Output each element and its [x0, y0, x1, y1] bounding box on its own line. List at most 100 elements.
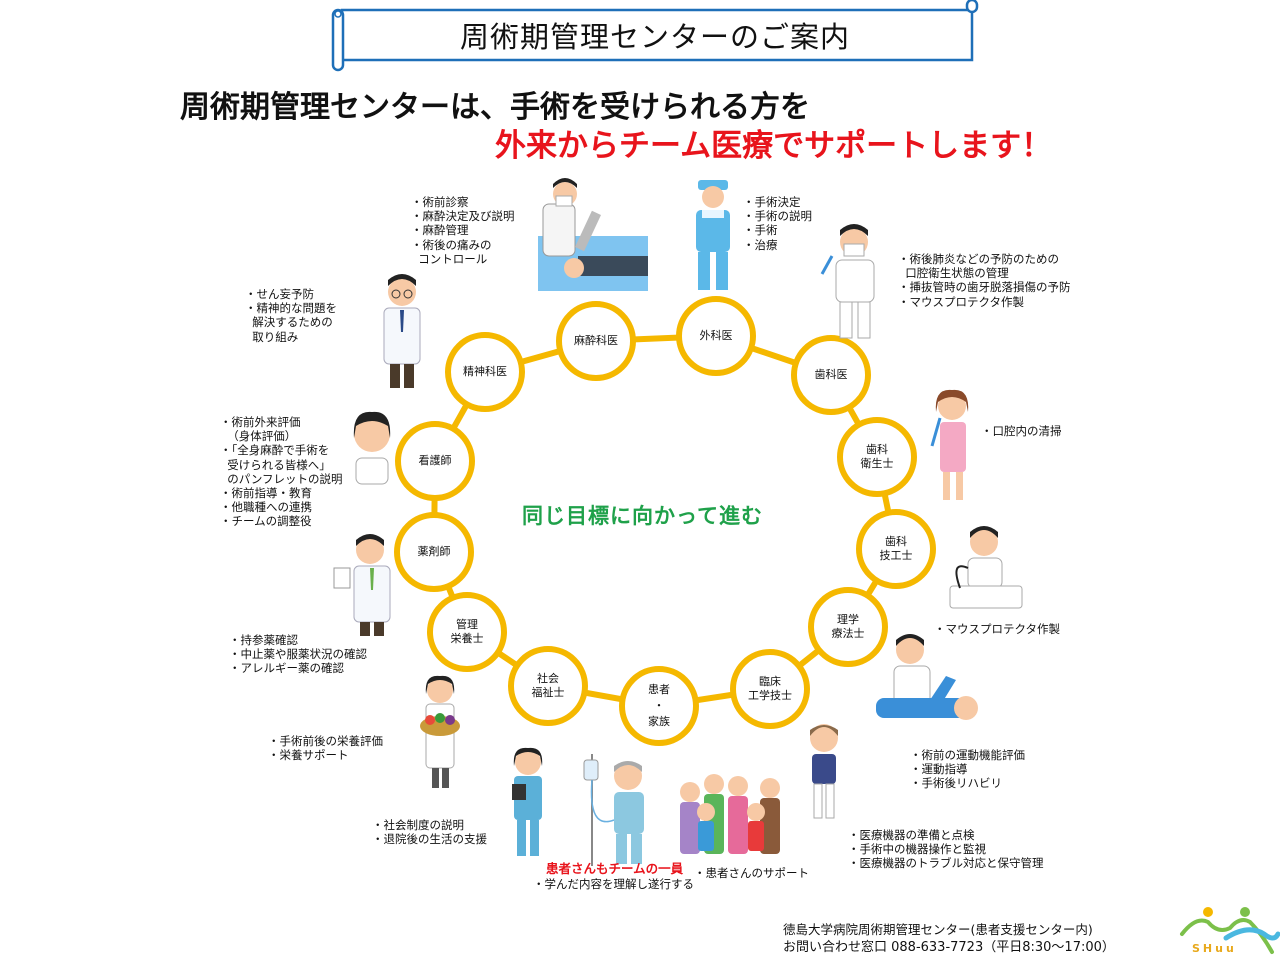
patient-team-member-title: 患者さんもチームの一員 — [546, 861, 684, 876]
duty-item: ・マウスプロテクタ作製 — [934, 622, 1061, 636]
duty-item: ・麻酔決定及び説明 — [411, 209, 515, 224]
anesthesiologist-icon — [538, 178, 648, 291]
node-label-line: ・ — [653, 699, 665, 712]
node-label-social-worker: 社会福祉士 — [508, 672, 588, 700]
duty-item: ・持参薬確認 — [229, 633, 298, 647]
duty-item: ・麻酔管理 — [411, 223, 469, 238]
node-label-physical-therapist: 理学療法士 — [808, 613, 888, 641]
node-label-line: 看護師 — [418, 454, 452, 467]
ring-node-patient-family — [619, 666, 699, 746]
node-label-line: 外科医 — [699, 329, 733, 342]
duty-item: ・手術 — [743, 223, 778, 238]
ring-node-pharmacist — [394, 512, 474, 592]
duty-item: ・退院後の生活の支援 — [372, 832, 487, 847]
ring-node-physical-therapist — [808, 587, 888, 667]
duty-item: ・マウスプロテクタ作製 — [898, 294, 1025, 309]
node-label-line: 技工士 — [879, 549, 913, 562]
ring-node-dental-technician — [856, 509, 936, 589]
lead-highlight: 外来からチーム医療でサポートします！ — [495, 128, 1053, 164]
node-label-pharmacist: 薬剤師 — [394, 545, 474, 559]
node-label-line: 管理 — [456, 618, 478, 631]
node-label-nurse: 看護師 — [395, 454, 475, 468]
ring-node-nurse — [395, 421, 475, 501]
duties-social-worker: ・社会制度の説明・退院後の生活の支援 — [372, 818, 487, 846]
patient-duty: ・学んだ内容を理解し遂行する — [533, 877, 694, 891]
node-label-line: 精神科医 — [463, 365, 507, 378]
duty-item: 解決するための — [245, 315, 333, 330]
duty-item: ・挿抜管時の歯牙脱落損傷の予防 — [898, 280, 1071, 295]
duty-item: ・チームの調整役 — [220, 514, 312, 529]
patient-icon — [583, 754, 644, 866]
duty-item: ・中止薬や服薬状況の確認 — [229, 647, 367, 662]
nurse-icon — [353, 411, 391, 485]
footer-contact: お問い合わせ窓口 088-633-7723（平日8:30～17:00） — [783, 940, 1115, 955]
duty-item: 口腔衛生状態の管理 — [898, 266, 1009, 281]
duties-surgeon: ・手術決定・手術の説明・手術・治療 — [743, 195, 812, 252]
duty-item: ・アレルギー薬の確認 — [229, 661, 344, 676]
footer-organization: 徳島大学病院周術期管理センター(患者支援センター内) — [783, 922, 1093, 937]
shuu-logo-mark — [1180, 907, 1280, 954]
scroll-banner-frame — [331, 0, 979, 72]
surgeon-icon — [696, 180, 730, 290]
node-label-dental-technician: 歯科技工士 — [856, 535, 936, 563]
node-label-psychiatrist: 精神科医 — [445, 365, 525, 379]
node-label-line: 薬剤師 — [417, 545, 451, 558]
duties-psychiatrist: ・せん妄予防・精神的な問題を 解決するための 取り組み — [245, 287, 337, 344]
duty-item: ・手術の説明 — [743, 209, 812, 224]
node-label-line: 歯科医 — [814, 368, 848, 381]
duty-item: ・運動指導 — [910, 762, 968, 777]
duty-item: ・手術決定 — [743, 195, 801, 209]
physical-therapist-icon — [876, 634, 978, 720]
duty-item: ・治療 — [743, 237, 778, 252]
duty-item: ・栄養サポート — [268, 748, 349, 763]
duty-item: のパンフレットの説明 — [220, 471, 343, 486]
node-label-line: 福祉士 — [531, 686, 565, 699]
node-label-line: 歯科 — [866, 443, 888, 456]
logo-text: SHuu — [1192, 942, 1237, 955]
goal-text: 同じ目標に向かって進む — [522, 504, 763, 528]
duty-item: 受けられる皆様へ」 — [220, 457, 331, 472]
duty-item: コントロール — [411, 251, 488, 266]
node-label-line: 栄養士 — [450, 632, 484, 645]
title-banner: 周術期管理センターのご案内 — [330, 0, 980, 72]
shuu-logo: SHuu — [1178, 904, 1280, 960]
dietitian-icon — [420, 675, 460, 788]
duty-item: ・術前の運動機能評価 — [910, 748, 1025, 762]
node-label-surgeon: 外科医 — [676, 329, 756, 343]
duty-item: ・口腔内の清掃 — [981, 424, 1062, 438]
clinical-engineer-icon — [810, 724, 838, 819]
duty-item: ・「全身麻酔で手術を — [220, 443, 330, 458]
dental-hygienist-icon — [930, 389, 969, 500]
duty-item: ・他職種への連携 — [220, 500, 312, 515]
node-label-line: 麻酔科医 — [574, 334, 618, 347]
dental-technician-icon — [949, 526, 1023, 609]
pharmacist-icon — [333, 534, 391, 636]
duties-anesthesiologist: ・術前診察・麻酔決定及び説明・麻酔管理・術後の痛みの コントロール — [411, 195, 515, 266]
node-label-dental-hygienist: 歯科衛生士 — [837, 443, 917, 471]
node-label-line: 療法士 — [831, 627, 865, 640]
node-label-line: 患者 — [648, 683, 670, 696]
duty-item: ・医療機器の準備と点検 — [848, 828, 975, 842]
duties-clinical-engineer: ・医療機器の準備と点検・手術中の機器操作と監視・医療機器のトラブル対応と保守管理 — [848, 828, 1044, 871]
duties-physical-therapist: ・術前の運動機能評価・運動指導・手術後リハビリ — [910, 748, 1025, 791]
duty-item: ・社会制度の説明 — [372, 818, 464, 832]
duty-item: ・手術前後の栄養評価 — [268, 734, 383, 748]
duties-dentist: ・術後肺炎などの予防のための 口腔衛生状態の管理・挿抜管時の歯牙脱落損傷の予防・… — [898, 252, 1071, 309]
duty-item: ・せん妄予防 — [245, 287, 314, 301]
duty-item: ・術後肺炎などの予防のための — [898, 252, 1059, 266]
duties-pharmacist: ・持参薬確認・中止薬や服薬状況の確認・アレルギー薬の確認 — [229, 633, 367, 676]
node-label-line: 家族 — [648, 715, 670, 728]
ward-nurse-icon — [512, 747, 543, 856]
duty-item: ・精神的な問題を — [245, 301, 337, 316]
ring-node-dental-hygienist — [837, 417, 917, 497]
ring-node-dietitian — [427, 592, 507, 672]
family-icon — [680, 774, 780, 854]
family-duty: ・患者さんのサポート — [694, 866, 809, 880]
psychiatrist-doctor-icon — [383, 274, 421, 388]
duty-item: ・術前外来評価 — [220, 415, 301, 429]
node-label-line: 社会 — [537, 672, 559, 685]
duty-item: ・手術後リハビリ — [910, 776, 1002, 791]
ring-node-dentist — [791, 335, 871, 415]
lead-text: 周術期管理センターは、手術を受けられる方を — [180, 90, 810, 125]
